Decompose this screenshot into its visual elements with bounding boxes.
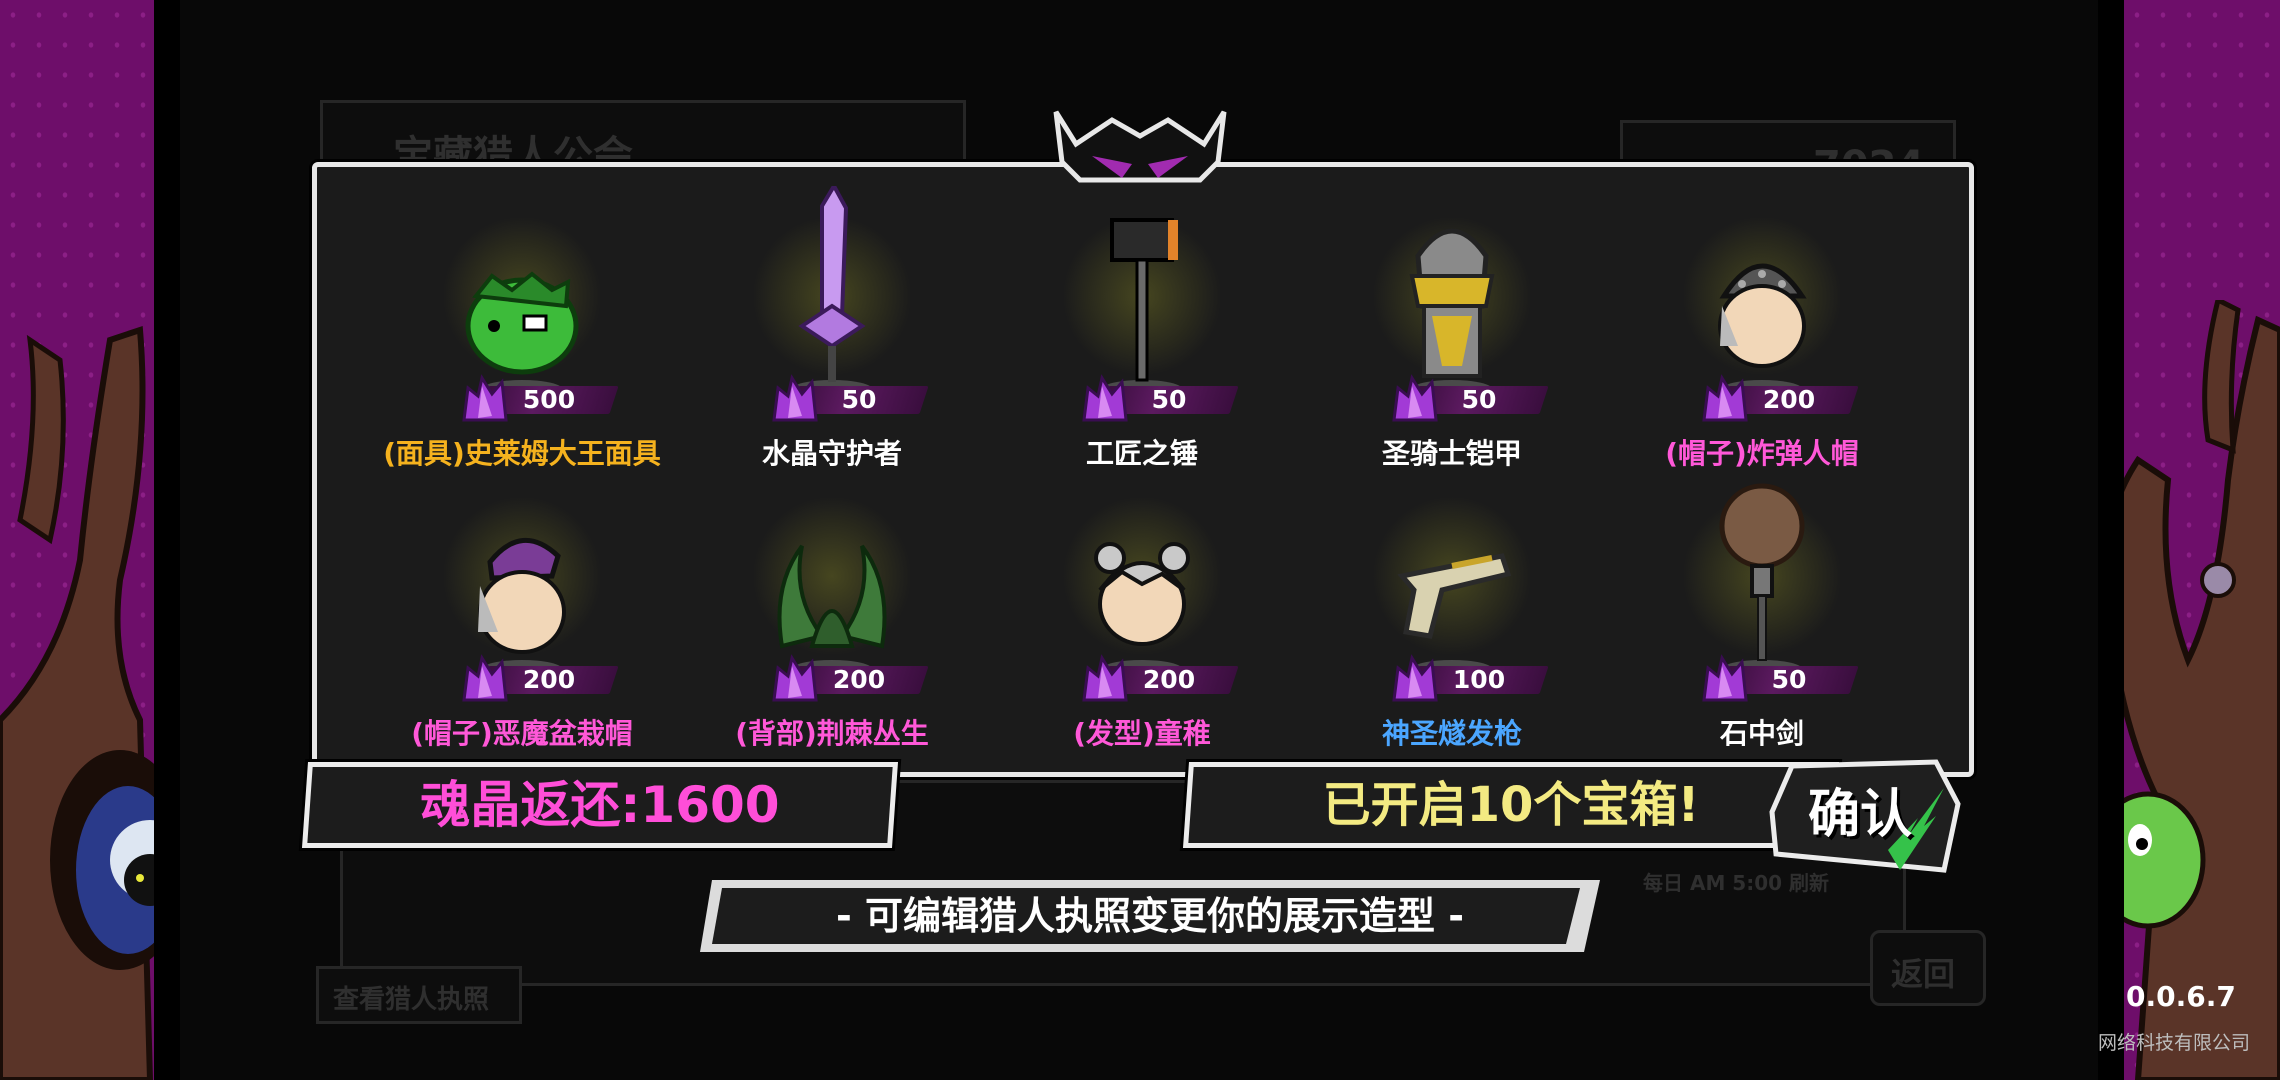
- confirm-button[interactable]: 确认: [1768, 758, 1964, 878]
- chests-opened-text: 已开启10个宝箱!: [1322, 777, 1700, 833]
- demon-bonsai-hat-icon: [478, 538, 566, 654]
- item-name: 工匠之锤: [1085, 437, 1198, 470]
- soul-crystal-icon: [1392, 374, 1438, 422]
- back-label: 返回: [1891, 955, 1956, 993]
- soul-crystal-icon: [772, 654, 818, 702]
- holy-flintlock-icon: [1397, 553, 1512, 639]
- item-price: 100: [1452, 665, 1506, 694]
- item-price-tag: 200: [768, 654, 929, 702]
- license-hint-banner: - 可编辑猎人执照变更你的展示造型 -: [700, 876, 1600, 956]
- item-name: (发型)童稚: [1073, 717, 1211, 750]
- bg-refresh-note: 每日 AM 5:00 刷新: [1643, 871, 1830, 895]
- slime-king-mask-icon: [465, 271, 579, 375]
- bomber-hat-icon: [1718, 263, 1807, 368]
- soul-crystal-refund-bar: 魂晶返还:1600: [301, 762, 899, 848]
- confirm-label: 确认: [1808, 785, 1913, 845]
- thorn-bush-back-icon: [777, 544, 887, 649]
- item-price-tag: 500: [458, 374, 619, 422]
- soul-crystal-icon: [462, 374, 508, 422]
- reward-item[interactable]: 50 水晶守护者: [682, 186, 982, 470]
- item-name: (面具)史莱姆大王面具: [383, 437, 661, 470]
- reward-item[interactable]: 50 圣骑士铠甲: [1302, 186, 1602, 470]
- paladin-armor-icon: [1409, 228, 1495, 378]
- check-icon: [1888, 788, 1944, 870]
- item-price-tag: 200: [458, 654, 619, 702]
- item-price: 50: [1461, 385, 1497, 414]
- right-decoration-panel: [2098, 0, 2280, 1080]
- sword-in-stone-icon: [1719, 483, 1805, 661]
- item-price: 200: [1142, 665, 1196, 694]
- version-label: 0.0.6.7: [2126, 980, 2236, 1013]
- item-price: 200: [522, 665, 576, 694]
- craftsman-hammer-icon: [1110, 218, 1178, 382]
- childlike-hairstyle-icon: [1094, 542, 1190, 646]
- item-price: 50: [841, 385, 877, 414]
- item-price-tag: 100: [1388, 654, 1549, 702]
- item-price: 500: [522, 385, 576, 414]
- item-price: 200: [832, 665, 886, 694]
- reward-item[interactable]: 200 (发型)童稚: [992, 466, 1292, 750]
- item-price-tag: 200: [1078, 654, 1239, 702]
- tree-icon: [0, 325, 180, 1080]
- crystal-sword-icon: [798, 186, 866, 382]
- soul-crystal-icon: [1392, 654, 1438, 702]
- chests-opened-bar: 已开启10个宝箱!: [1182, 762, 1840, 848]
- soul-crystal-icon: [1702, 374, 1748, 422]
- item-price-tag: 50: [1388, 374, 1549, 422]
- item-name: 圣骑士铠甲: [1381, 437, 1522, 470]
- reward-item[interactable]: 50 石中剑: [1612, 466, 1912, 750]
- reward-item[interactable]: 200 (帽子)恶魔盆栽帽: [372, 466, 672, 750]
- soul-crystal-icon: [1082, 374, 1128, 422]
- tree-icon: [2098, 300, 2280, 1080]
- item-price: 200: [1762, 385, 1816, 414]
- company-label: 网络科技有限公司: [2098, 1032, 2251, 1054]
- item-name: (帽子)炸弹人帽: [1665, 437, 1859, 470]
- item-price-tag: 50: [1078, 374, 1239, 422]
- refund-text: 魂晶返还:1600: [420, 776, 780, 834]
- reward-item[interactable]: 500 (面具)史莱姆大王面具: [372, 186, 672, 470]
- item-name: (背部)荆棘丛生: [735, 717, 929, 750]
- demon-horn-emblem-icon: [1053, 110, 1227, 183]
- reward-item[interactable]: 200 (帽子)炸弹人帽: [1612, 186, 1912, 470]
- confirm-button-frame: [1769, 759, 1961, 873]
- item-name: (帽子)恶魔盆栽帽: [411, 717, 633, 750]
- view-license-label: 查看猎人执照: [333, 985, 490, 1015]
- soul-crystal-icon: [462, 654, 508, 702]
- soul-crystal-icon: [772, 374, 818, 422]
- item-name: 水晶守护者: [761, 437, 902, 470]
- reward-item[interactable]: 200 (背部)荆棘丛生: [682, 466, 982, 750]
- back-button[interactable]: 返回: [1870, 930, 1986, 1006]
- soul-crystal-icon: [1082, 654, 1128, 702]
- item-price: 50: [1151, 385, 1187, 414]
- item-price-tag: 50: [768, 374, 929, 422]
- left-decoration-panel: [0, 0, 180, 1080]
- item-price-tag: 200: [1698, 374, 1859, 422]
- item-price-tag: 50: [1698, 654, 1859, 702]
- item-name: 石中剑: [1719, 717, 1804, 750]
- license-hint-text: - 可编辑猎人执照变更你的展示造型 -: [835, 894, 1464, 938]
- item-name: 神圣燧发枪: [1381, 717, 1522, 750]
- soul-crystal-icon: [1702, 654, 1748, 702]
- item-price: 50: [1771, 665, 1807, 694]
- view-license-button[interactable]: 查看猎人执照: [316, 966, 522, 1024]
- reward-item[interactable]: 100 神圣燧发枪: [1302, 466, 1602, 750]
- reward-item[interactable]: 50 工匠之锤: [992, 186, 1292, 470]
